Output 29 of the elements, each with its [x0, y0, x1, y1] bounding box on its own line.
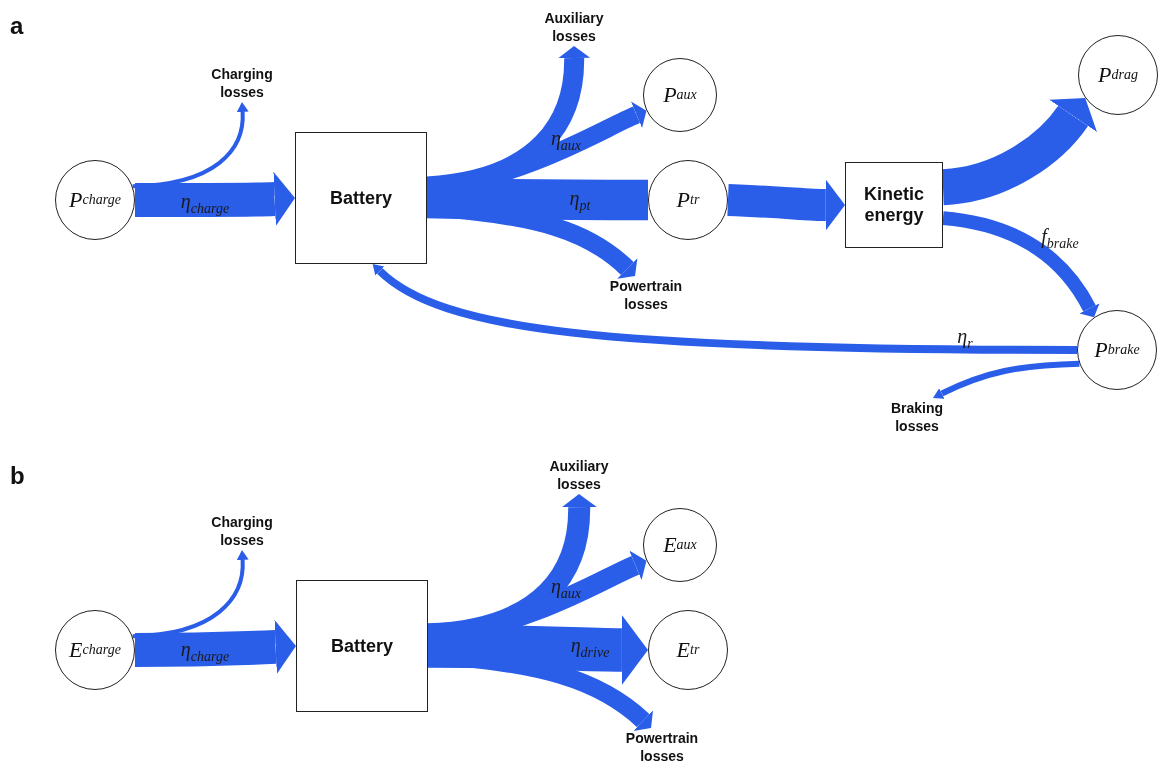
loss-label: Charging losses — [192, 512, 292, 550]
edge-label: η$_{r}$ — [957, 324, 973, 352]
edge-label: f$_{brake}$ — [1041, 224, 1079, 252]
flow-arrow — [132, 550, 249, 639]
edge-label: η$_{charge}$ — [180, 189, 230, 217]
loss-label: Powertrain losses — [607, 728, 717, 766]
process-box: Battery — [296, 580, 428, 712]
flow-arrow — [941, 98, 1097, 206]
edge-label: η$_{drive}$ — [570, 633, 610, 661]
loss-label: Powertrain losses — [591, 276, 701, 314]
process-box: Kinetic energy — [845, 162, 943, 248]
flow-arrow — [132, 102, 249, 189]
flow-arrow — [942, 211, 1100, 318]
flow-arrow — [372, 264, 1077, 354]
panel-letter: b — [10, 462, 25, 490]
loss-label: Charging losses — [192, 64, 292, 102]
edge-label: η$_{charge}$ — [180, 637, 230, 665]
panel-letter: a — [10, 12, 24, 40]
loss-label: Braking losses — [872, 398, 962, 436]
flow-arrow — [427, 615, 648, 685]
loss-label: Auxiliary losses — [524, 8, 624, 46]
loss-label: Auxiliary losses — [529, 456, 629, 494]
edge-label: η$_{pt}$ — [569, 186, 591, 214]
process-box: Battery — [295, 132, 427, 264]
edge-label: η$_{aux}$ — [550, 126, 582, 154]
flow-arrow — [134, 619, 296, 675]
flow-arrow — [932, 360, 1080, 399]
edge-label: η$_{aux}$ — [550, 574, 582, 602]
flow-arrow — [135, 171, 295, 227]
